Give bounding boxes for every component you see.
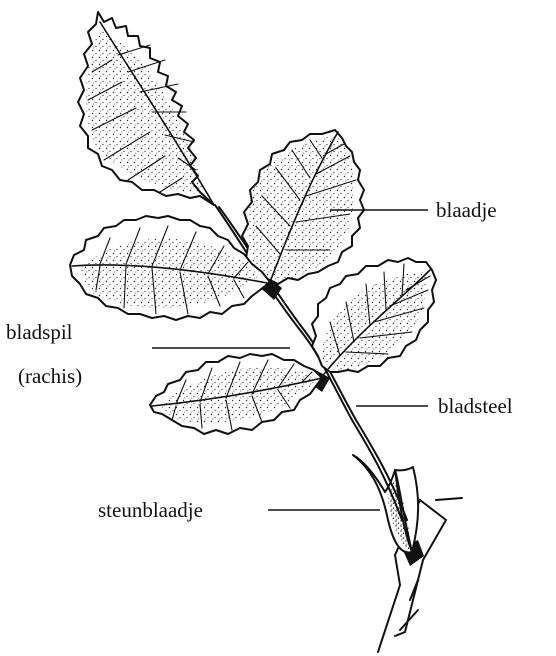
stipule [353,455,418,553]
leaflet-left-middle [70,216,272,320]
leaflet-right-middle [312,258,436,374]
terminal-leaflet [78,12,214,205]
leaflet-upper-right [242,130,364,284]
leaflet-lower-left [150,354,322,434]
label-rachis-line1: bladspil [6,320,73,344]
label-rachis-line2: (rachis) [18,364,82,388]
label-petiole: bladsteel [438,394,513,418]
label-leaflet: blaadje [436,198,497,222]
label-stipule: steunblaadje [98,498,203,522]
